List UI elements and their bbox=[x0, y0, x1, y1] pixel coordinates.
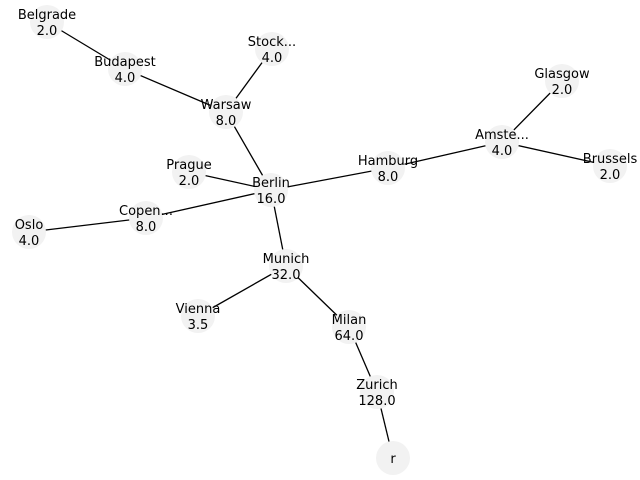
edge-amsterdam-hamburg bbox=[387, 141, 503, 169]
node-circle bbox=[332, 310, 366, 344]
node-name-label: Zurich bbox=[356, 378, 398, 393]
node-value-label: 4.0 bbox=[262, 51, 283, 66]
node-circle bbox=[108, 52, 142, 86]
node-name-label: r bbox=[390, 452, 396, 467]
node-stockholm: Stock...4.0 bbox=[248, 32, 296, 66]
node-name-label: Oslo bbox=[15, 218, 44, 233]
node-circle bbox=[371, 151, 405, 185]
edges-layer bbox=[28, 21, 611, 459]
node-value-label: 8.0 bbox=[136, 220, 157, 235]
node-circle bbox=[545, 64, 579, 98]
node-value-label: 16.0 bbox=[257, 192, 286, 207]
node-circle bbox=[12, 215, 46, 249]
edge-oslo-copenhagen bbox=[28, 217, 147, 233]
node-value-label: 128.0 bbox=[358, 394, 395, 409]
node-circle bbox=[255, 32, 289, 66]
node-name-label: Budapest bbox=[94, 55, 156, 70]
node-r: r bbox=[376, 441, 410, 475]
node-value-label: 64.0 bbox=[335, 329, 364, 344]
node-circle bbox=[209, 95, 243, 129]
node-circle bbox=[254, 173, 288, 207]
node-value-label: 2.0 bbox=[600, 168, 621, 183]
node-name-label: Warsaw bbox=[201, 98, 252, 113]
node-value-label: 8.0 bbox=[378, 170, 399, 185]
node-name-label: Prague bbox=[166, 158, 211, 173]
node-name-label: Brussels bbox=[583, 152, 638, 167]
node-value-label: 2.0 bbox=[552, 83, 573, 98]
node-name-label: Glasgow bbox=[534, 67, 590, 82]
node-value-label: 32.0 bbox=[272, 268, 301, 283]
node-name-label: Munich bbox=[263, 252, 310, 267]
node-copenhagen: Copen...8.0 bbox=[119, 201, 173, 235]
node-circle bbox=[360, 375, 394, 409]
edge-hamburg-berlin bbox=[270, 167, 389, 191]
node-value-label: 4.0 bbox=[492, 144, 513, 159]
node-value-label: 2.0 bbox=[37, 24, 58, 39]
node-amsterdam: Amste...4.0 bbox=[475, 125, 529, 159]
node-circle bbox=[485, 125, 519, 159]
edge-amsterdam-brussels bbox=[501, 141, 611, 167]
node-circle bbox=[593, 149, 627, 183]
node-circle bbox=[172, 155, 206, 189]
nodes-layer: Belgrade2.0Budapest4.0Stock...4.0Warsaw8… bbox=[12, 5, 637, 475]
node-name-label: Stock... bbox=[248, 35, 296, 50]
node-name-label: Vienna bbox=[176, 302, 221, 317]
node-name-label: Hamburg bbox=[358, 154, 418, 169]
node-value-label: 2.0 bbox=[179, 174, 200, 189]
node-circle bbox=[129, 201, 163, 235]
edge-copenhagen-berlin bbox=[145, 189, 272, 219]
node-name-label: Berlin bbox=[252, 176, 290, 191]
edge-budapest-warsaw bbox=[124, 68, 227, 113]
node-value-label: 4.0 bbox=[115, 71, 136, 86]
node-value-label: 3.5 bbox=[188, 318, 209, 333]
node-name-label: Amste... bbox=[475, 128, 529, 143]
node-circle bbox=[376, 441, 410, 475]
node-circle bbox=[181, 299, 215, 333]
node-name-label: Belgrade bbox=[18, 8, 76, 23]
node-value-label: 8.0 bbox=[216, 114, 237, 129]
node-circle bbox=[30, 5, 64, 39]
node-circle bbox=[269, 249, 303, 283]
node-name-label: Milan bbox=[332, 313, 367, 328]
node-name-label: Copen... bbox=[119, 204, 173, 219]
node-value-label: 4.0 bbox=[19, 234, 40, 249]
